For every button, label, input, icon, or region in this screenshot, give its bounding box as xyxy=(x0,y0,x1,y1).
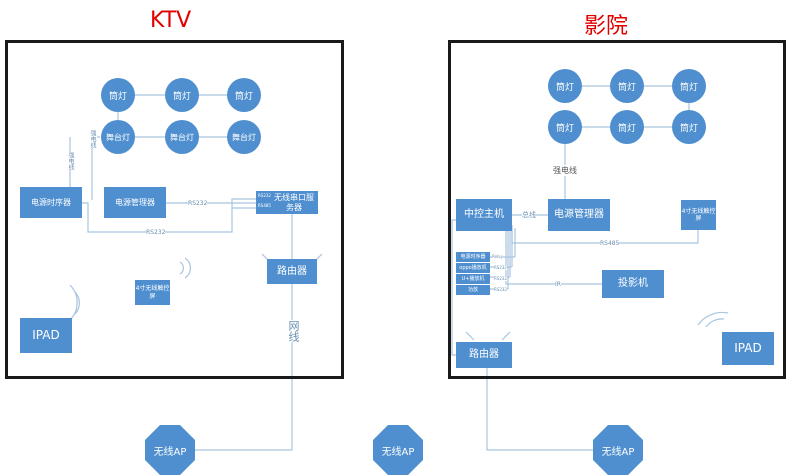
spotlight: 筒灯 xyxy=(548,110,582,144)
ir-label: IR xyxy=(555,281,561,288)
stage-light: 舞台灯 xyxy=(101,120,135,154)
spotlight: 筒灯 xyxy=(610,69,644,103)
strong-wire-label: 强电线 xyxy=(88,130,97,148)
wireless-ap: 无线AP xyxy=(373,425,423,475)
device-u-player: U+播放机 xyxy=(456,274,490,284)
cinema-room xyxy=(448,40,786,379)
wireless-ap: 无线AP xyxy=(145,425,195,475)
device-amplifier: 功放 xyxy=(456,285,490,295)
spotlight: 筒灯 xyxy=(101,78,135,112)
central-controller: 中控主机 xyxy=(456,199,512,231)
touch-screen: 4寸无线触控屏 xyxy=(135,280,170,305)
link-label: RS232 xyxy=(494,276,507,281)
wireless-serial-server: RS232 RS485 无线串口服务器 xyxy=(256,191,318,214)
link-label: RS232 xyxy=(494,287,507,292)
port-rs485: RS485 xyxy=(258,203,271,208)
power-manager: 电源管理器 xyxy=(548,199,610,231)
router: 路由器 xyxy=(456,342,512,368)
spotlight: 筒灯 xyxy=(610,110,644,144)
power-sequencer: 电源时序器 xyxy=(20,187,82,218)
touch-screen: 4寸无线触控屏 xyxy=(681,200,716,230)
spotlight: 筒灯 xyxy=(165,78,199,112)
network-cable-label: 网线 xyxy=(285,320,301,342)
bus-label: 总线 xyxy=(522,210,536,220)
ktv-title: KTV xyxy=(150,8,192,33)
stage-light: 舞台灯 xyxy=(165,120,199,154)
link-label: RS232 xyxy=(494,265,507,270)
strong-wire-label: 强电线 xyxy=(553,165,577,176)
rs232-label: RS232 xyxy=(188,200,208,207)
ktv-room xyxy=(5,40,344,379)
strong-wire-label: 强电线 xyxy=(66,152,75,170)
rs485-label: RS485 xyxy=(600,240,620,247)
ipad: IPAD xyxy=(722,332,774,365)
ipad: IPAD xyxy=(20,318,72,353)
spotlight: 筒灯 xyxy=(227,78,261,112)
rs232-label: RS232 xyxy=(146,229,166,236)
spotlight: 筒灯 xyxy=(672,69,706,103)
projector: 投影机 xyxy=(602,270,664,298)
wireless-ap: 无线AP xyxy=(593,425,643,475)
cinema-title: 影院 xyxy=(584,14,629,39)
device-oppo-player: oppo播放机 xyxy=(456,263,490,273)
stage-light: 舞台灯 xyxy=(227,120,261,154)
link-label: Relay xyxy=(492,254,503,259)
spotlight: 筒灯 xyxy=(672,110,706,144)
spotlight: 筒灯 xyxy=(548,69,582,103)
power-manager: 电源管理器 xyxy=(104,187,166,218)
device-power-sequencer: 电源时序器 xyxy=(456,252,490,262)
port-rs232: RS232 xyxy=(258,193,271,198)
router: 路由器 xyxy=(267,259,317,284)
